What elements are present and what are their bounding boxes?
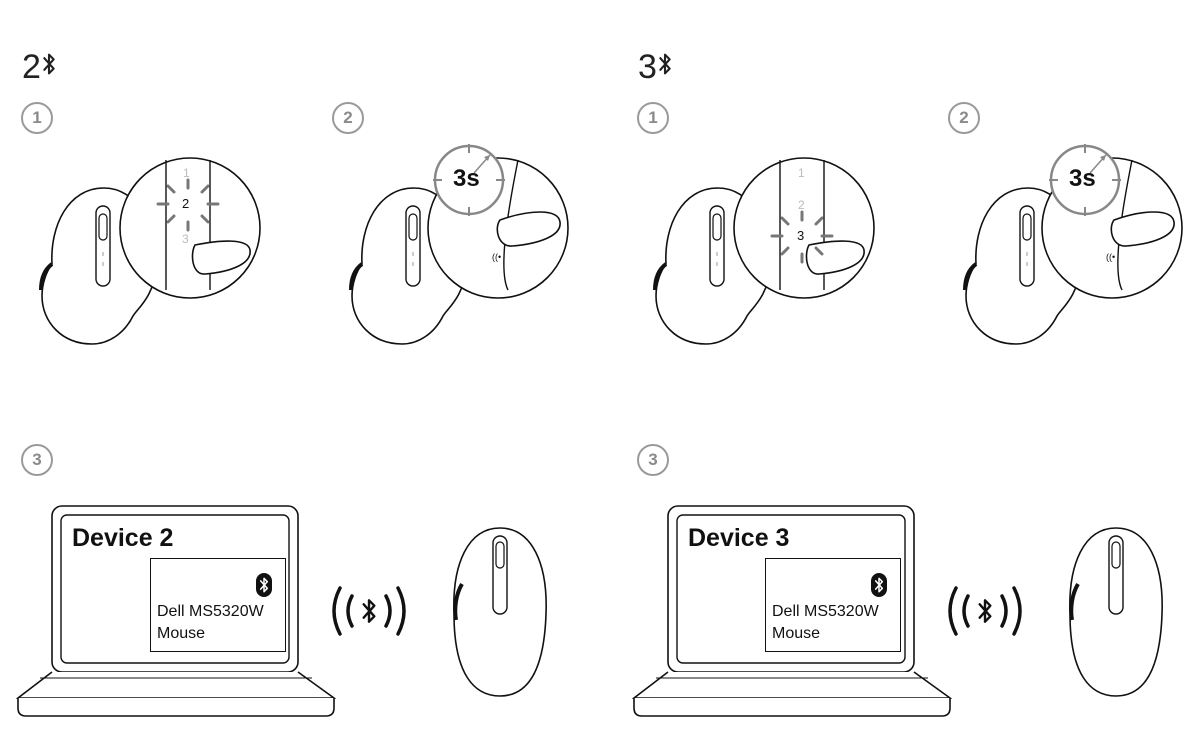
- channel-1-label: 1: [798, 166, 805, 180]
- channel-1-label: 1: [183, 166, 190, 180]
- step-2-badge: 2: [332, 102, 364, 134]
- timer-label: 3s: [453, 165, 480, 192]
- device-title: Device 3: [688, 524, 790, 552]
- device-title: Device 2: [72, 524, 174, 552]
- device-name: Dell MS5320W Mouse: [772, 603, 879, 642]
- channel-3-label: 3: [182, 232, 189, 246]
- bluetooth-icon: [871, 573, 887, 597]
- timer-label: 3s: [1069, 165, 1096, 192]
- svg-text:((•: ((•: [1106, 252, 1115, 262]
- channel-3-label: 3: [797, 228, 805, 243]
- wireless-signal-icon: [948, 586, 1022, 636]
- svg-text:((•: ((•: [492, 252, 501, 262]
- blinking-indicator: [770, 210, 834, 264]
- step-1-badge: 1: [637, 102, 669, 134]
- device-list-item[interactable]: Dell MS5320W Mouse: [765, 558, 901, 652]
- device-list-item[interactable]: Dell MS5320W Mouse: [150, 558, 286, 652]
- bluetooth-icon: [658, 52, 672, 76]
- channel-button-zoom: [119, 157, 261, 299]
- mouse-illustration: [1069, 527, 1163, 697]
- step-1-badge: 1: [21, 102, 53, 134]
- stopwatch-icon: [1049, 144, 1121, 216]
- step-2-badge: 2: [948, 102, 980, 134]
- channel-2-label: 2: [182, 196, 190, 211]
- device-name: Dell MS5320W Mouse: [157, 603, 264, 642]
- section-title-channel-3: 3: [638, 48, 672, 87]
- wireless-signal-icon: [332, 586, 406, 636]
- mouse-illustration: [453, 527, 547, 697]
- bluetooth-icon: [256, 573, 272, 597]
- step-3-badge: 3: [637, 444, 669, 476]
- bluetooth-icon: [42, 52, 56, 76]
- channel-2-label: 2: [798, 198, 805, 212]
- blinking-indicator: [156, 178, 220, 232]
- section-title-channel-2: 2: [22, 48, 56, 87]
- stopwatch-icon: [433, 144, 505, 216]
- step-3-badge: 3: [21, 444, 53, 476]
- channel-button-zoom: [733, 157, 875, 299]
